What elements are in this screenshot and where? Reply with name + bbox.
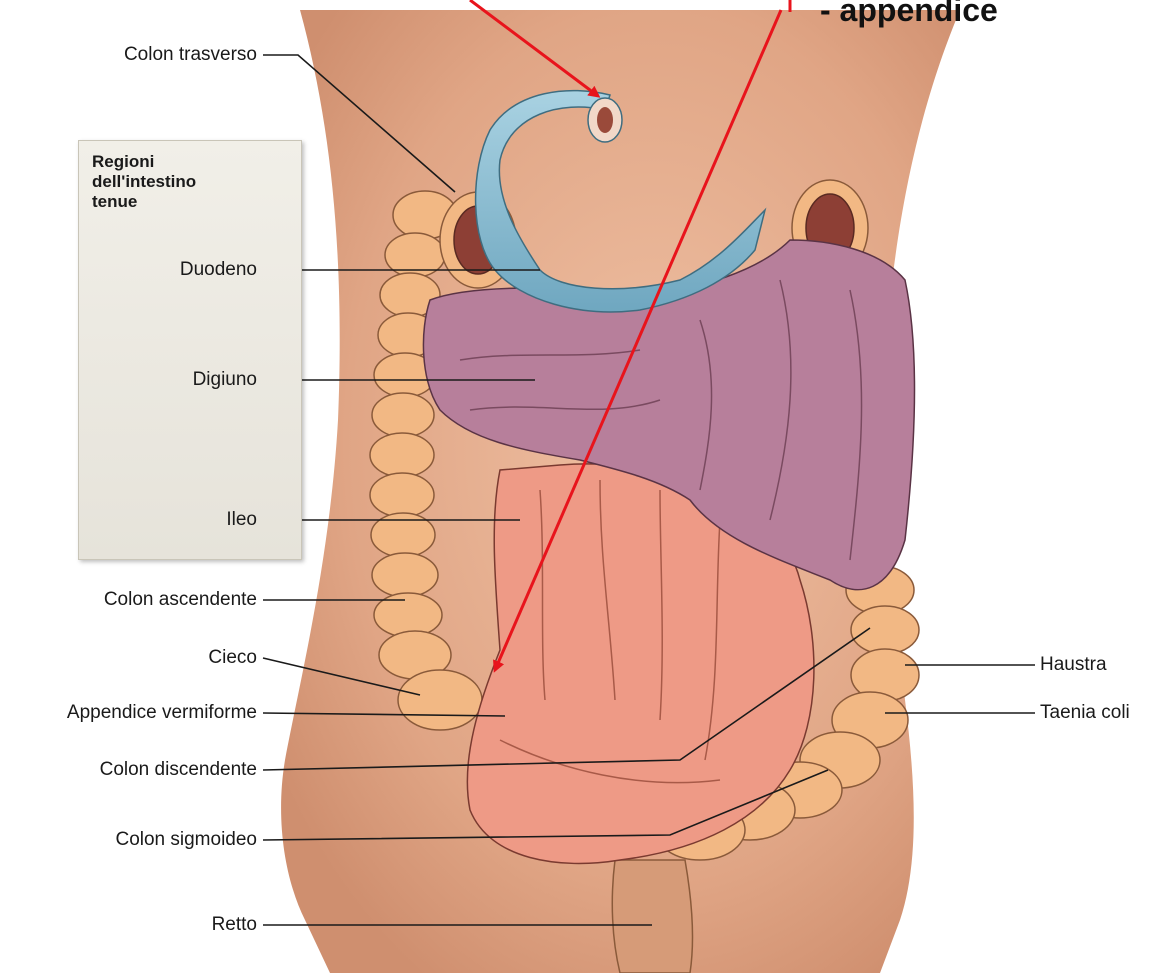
label-digiuno: Digiuno [193,369,257,391]
label-retto: Retto [212,914,257,936]
label-duodeno: Duodeno [180,259,257,281]
rectum-shape [612,860,692,973]
regions-legend-title: Regioni dell'intestino tenue [92,152,196,212]
label-colon-discendente: Colon discendente [100,759,257,781]
label-haustra: Haustra [1040,654,1107,676]
label-colon-ascendente: Colon ascendente [104,589,257,611]
label-colon-sigmoideo: Colon sigmoideo [115,829,257,851]
label-cieco: Cieco [208,647,257,669]
label-ileo: Ileo [226,509,257,531]
appendix-caption: - appendice [820,0,998,29]
label-appendice-vermiforme: Appendice vermiforme [67,702,257,724]
label-taenia-coli: Taenia coli [1040,702,1130,724]
label-colon-trasverso: Colon trasverso [124,44,257,66]
